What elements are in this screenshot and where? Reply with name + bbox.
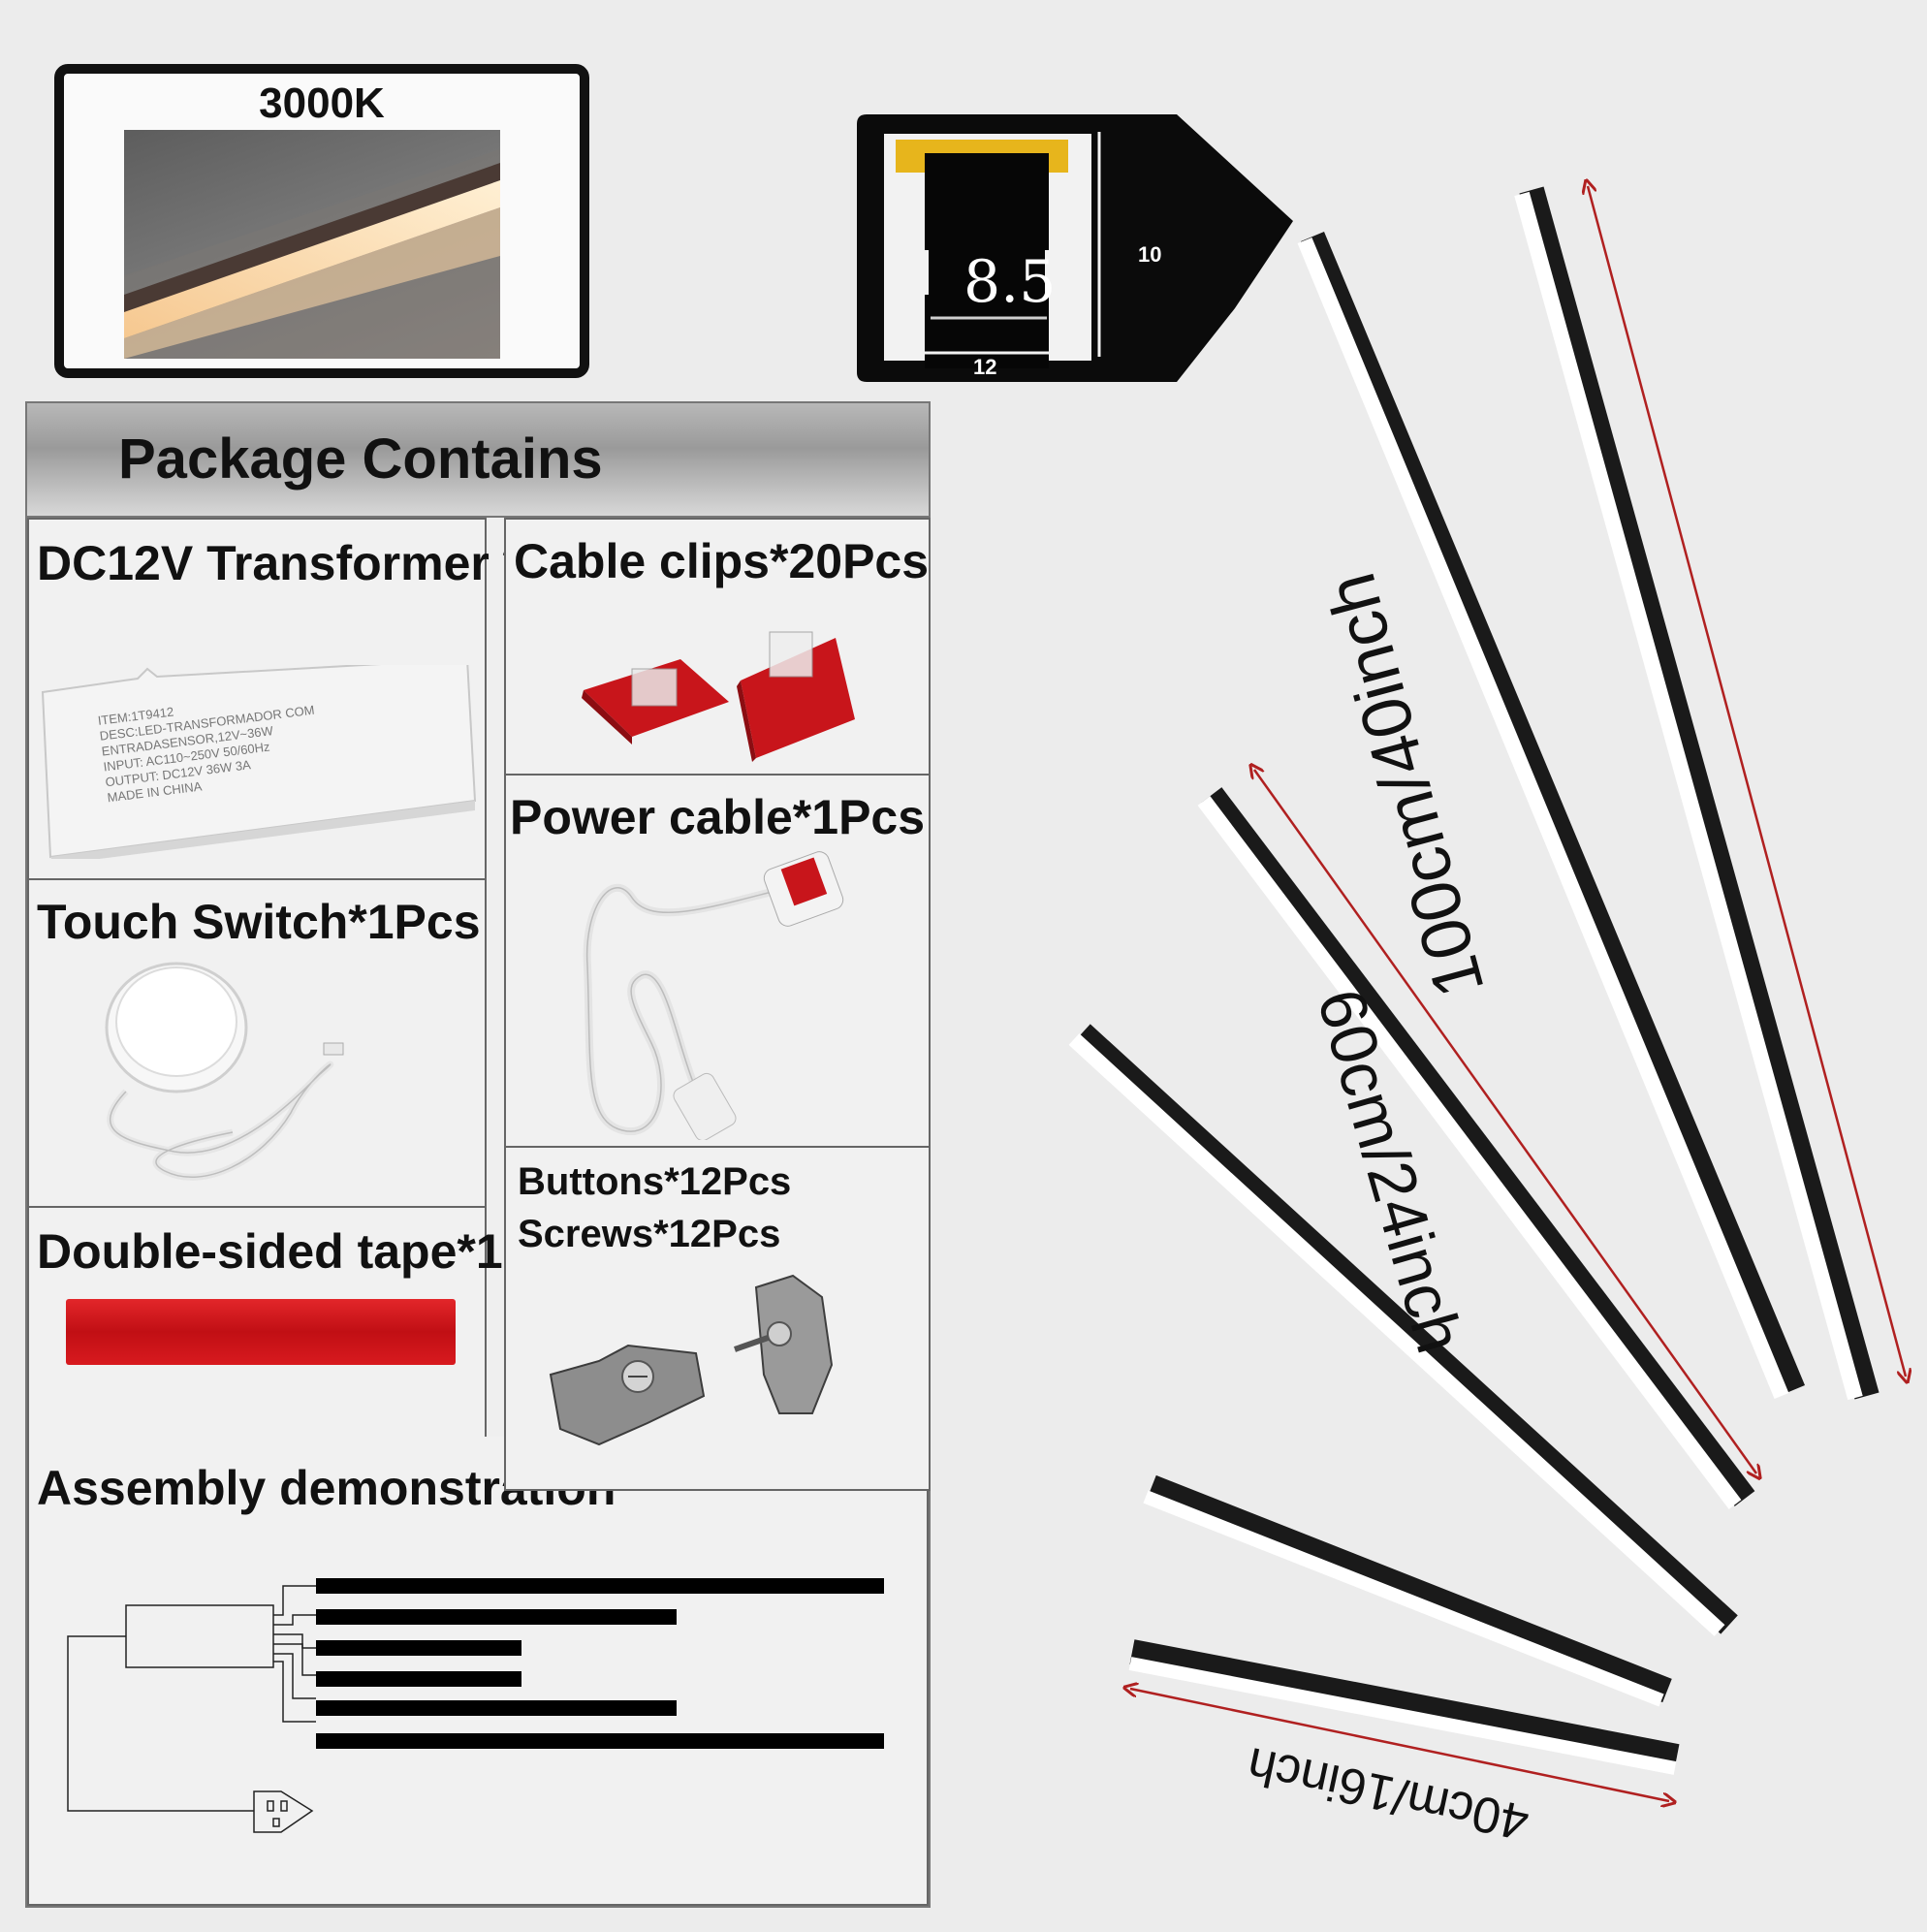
buttons-label: Buttons*12Pcs — [518, 1160, 792, 1203]
transformer-image: ITEM:1T9412 DESC:LED-TRANSFORMADOR COM E… — [41, 657, 477, 865]
length-label-100cm: 100cm/40inch — [1311, 565, 1500, 1005]
light-bar-photo — [124, 130, 500, 359]
cable-clips-cell: Cable clips*20Pcs — [504, 518, 931, 777]
screws-label: Screws*12Pcs — [518, 1213, 781, 1255]
profile-width: 12 — [973, 355, 997, 379]
assembly-wiring-diagram — [58, 1557, 911, 1882]
bar-40cm-a — [1143, 1474, 1672, 1707]
buttons-screws-cell: Buttons*12Pcs Screws*12Pcs — [504, 1146, 931, 1491]
power-cable-image — [564, 849, 874, 1142]
package-contents-panel: Package Contains DC12V Transformer *1Pcs… — [25, 401, 931, 1908]
touch-switch-cell: Touch Switch*1Pcs — [27, 878, 487, 1210]
power-cable-title: Power cable*1Pcs — [510, 790, 926, 844]
transformer-cell: DC12V Transformer *1Pcs ITEM:1T9412 DESC… — [27, 518, 635, 882]
length-label-60cm: 60cm/24inch — [1303, 981, 1477, 1361]
package-title: Package Contains — [118, 428, 603, 491]
bar-100cm-b — [1514, 186, 1880, 1401]
assembly-cell: Assembly demonstration — [27, 1437, 929, 1906]
color-temperature-swatch: 3000K — [54, 64, 589, 378]
tape-image — [66, 1299, 456, 1365]
touch-switch-title: Touch Switch*1Pcs — [37, 895, 481, 949]
buttons-screws-title: Buttons*12Pcs Screws*12Pcs — [518, 1156, 791, 1260]
color-temperature-label: 3000K — [259, 79, 385, 127]
profile-inner-width: 8.5 — [964, 248, 1057, 316]
cable-clips-title: Cable clips*20Pcs — [514, 534, 930, 588]
tape-title: Double-sided tape*1Pcs — [37, 1224, 589, 1279]
package-header: Package Contains — [27, 403, 929, 518]
bar-40cm-b — [1128, 1639, 1680, 1775]
cable-clips-image — [574, 613, 903, 768]
buttons-screws-image — [541, 1268, 909, 1481]
power-cable-cell: Power cable*1Pcs — [504, 774, 931, 1150]
tape-cell: Double-sided tape*1Pcs — [27, 1206, 589, 1441]
profile-cross-section: 8.5 10 12 — [857, 114, 1303, 391]
profile-height: 10 — [1138, 242, 1162, 267]
length-label-40cm: 40cm/16inch — [1242, 1735, 1534, 1852]
touch-switch-image — [97, 958, 388, 1200]
